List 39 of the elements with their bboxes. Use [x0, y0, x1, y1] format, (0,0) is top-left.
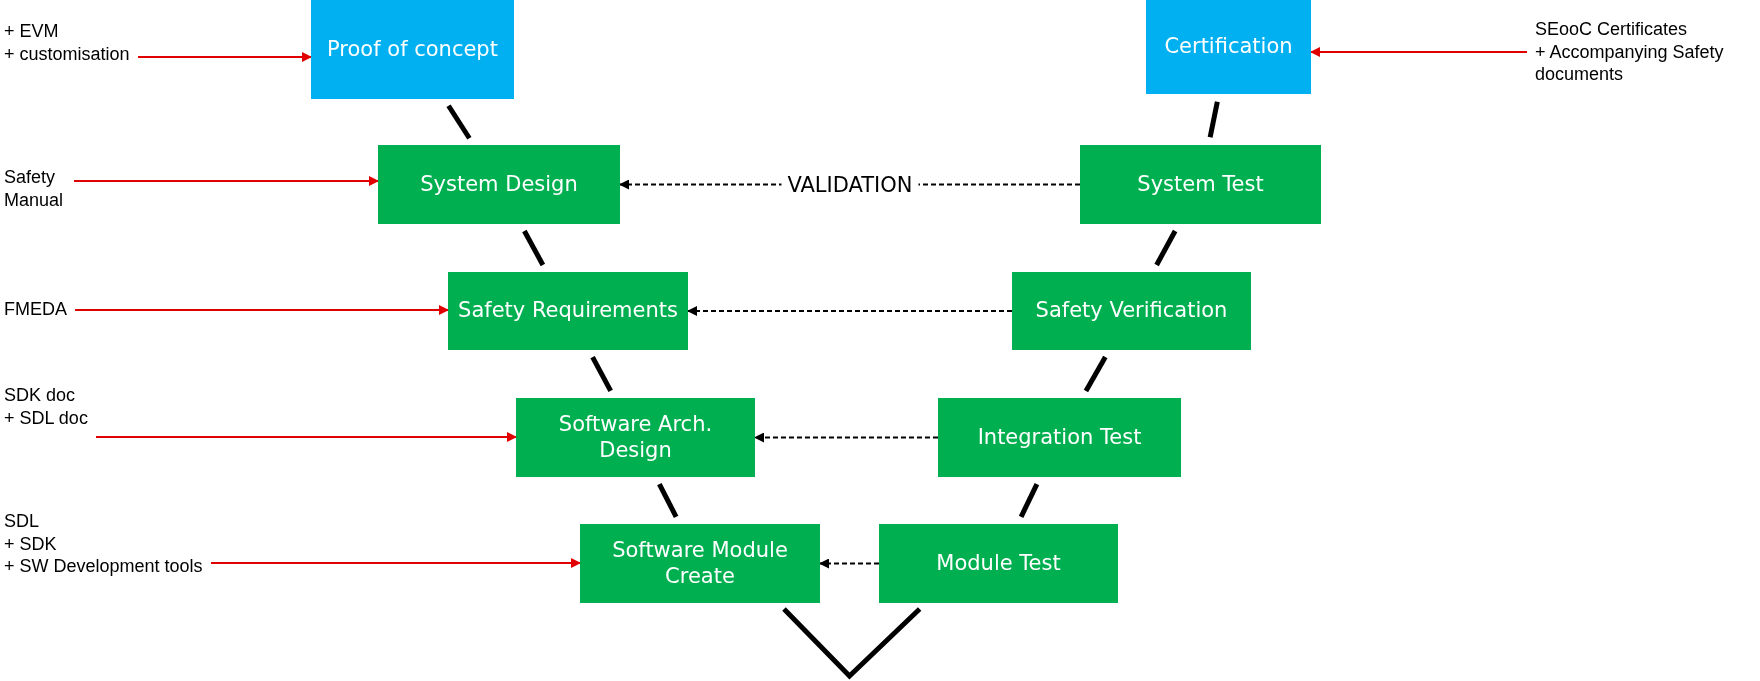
arrow: [754, 432, 939, 443]
phase-box: Proof of concept: [311, 0, 514, 99]
connector-line: [657, 483, 679, 518]
input-source-text: SDL: [4, 510, 40, 533]
process-box: System Design: [378, 145, 620, 224]
arrow: [210, 558, 581, 568]
connector-line: [1083, 355, 1108, 393]
process-box: System Test: [1080, 145, 1321, 224]
process-box: Safety Verification: [1012, 272, 1251, 350]
arrow: [95, 432, 517, 442]
connector-line: [782, 607, 922, 680]
arrow: [74, 305, 449, 315]
input-source-text: + Accompanying Safety documents: [1535, 40, 1725, 86]
input-source-text: + SW Development tools: [4, 555, 203, 578]
input-source-text: + SDL doc: [4, 406, 88, 429]
arrow: [137, 52, 312, 62]
connector-line: [1154, 229, 1178, 267]
connector-line: [1018, 483, 1040, 518]
input-source-text: SDK doc: [4, 384, 77, 407]
process-box: Safety Requirements: [448, 272, 688, 350]
phase-box: Certification: [1146, 0, 1311, 94]
input-source-text: + customisation: [4, 42, 130, 65]
input-source-text: + EVM: [4, 20, 60, 43]
arrow: [687, 306, 1013, 316]
connector-line: [590, 355, 613, 393]
arrow: [819, 558, 880, 569]
connector-line: [522, 229, 546, 267]
process-box: Software Arch. Design: [516, 398, 755, 477]
input-source-text: Safety Manual: [4, 166, 65, 211]
process-box: Integration Test: [938, 398, 1181, 477]
process-box: Software Module Create: [580, 524, 820, 603]
connector-line: [1207, 101, 1220, 138]
process-box: Module Test: [879, 524, 1118, 603]
connector-line: [446, 104, 472, 140]
input-source-text: FMEDA: [4, 298, 67, 321]
arrow: [73, 176, 379, 186]
input-source-text: + SDK: [4, 532, 58, 555]
input-source-text: SEooC Certificates: [1535, 18, 1689, 41]
arrow: [1310, 47, 1528, 57]
